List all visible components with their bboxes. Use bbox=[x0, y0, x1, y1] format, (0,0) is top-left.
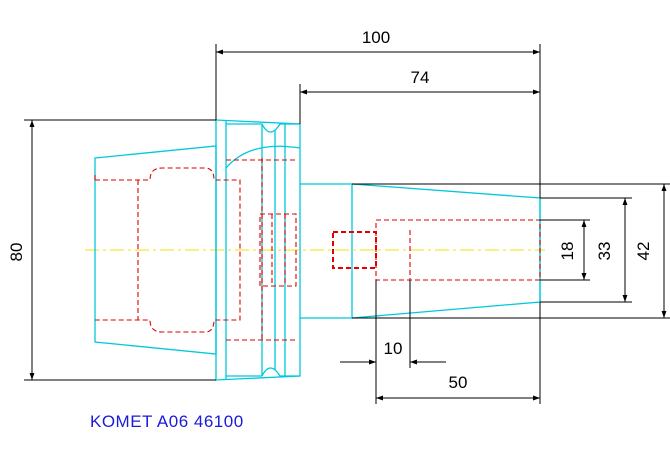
dim-label-80: 80 bbox=[7, 243, 26, 262]
dim-label-50: 50 bbox=[449, 373, 468, 392]
hidden-features bbox=[94, 158, 541, 341]
dimension-pocket-depth: 10 bbox=[340, 280, 446, 404]
drawing-caption: KOMET A06 46100 bbox=[90, 412, 244, 431]
dimension-hole-diameter: 33 bbox=[540, 197, 632, 303]
dimension-bore-length: 50 bbox=[376, 302, 541, 404]
dimension-bore-diameter: 18 bbox=[540, 219, 590, 281]
dim-label-100: 100 bbox=[362, 28, 390, 47]
dim-label-10: 10 bbox=[384, 339, 403, 358]
dimension-nose-diameter: 42 bbox=[352, 183, 670, 319]
dimension-shank-length: 74 bbox=[299, 68, 540, 124]
dimension-overall-length: 100 bbox=[215, 28, 541, 198]
dim-label-42: 42 bbox=[634, 242, 653, 261]
dim-label-18: 18 bbox=[558, 242, 577, 261]
dimension-flange-diameter: 80 bbox=[7, 119, 216, 381]
dim-label-74: 74 bbox=[411, 68, 430, 87]
dim-label-33: 33 bbox=[595, 242, 614, 261]
